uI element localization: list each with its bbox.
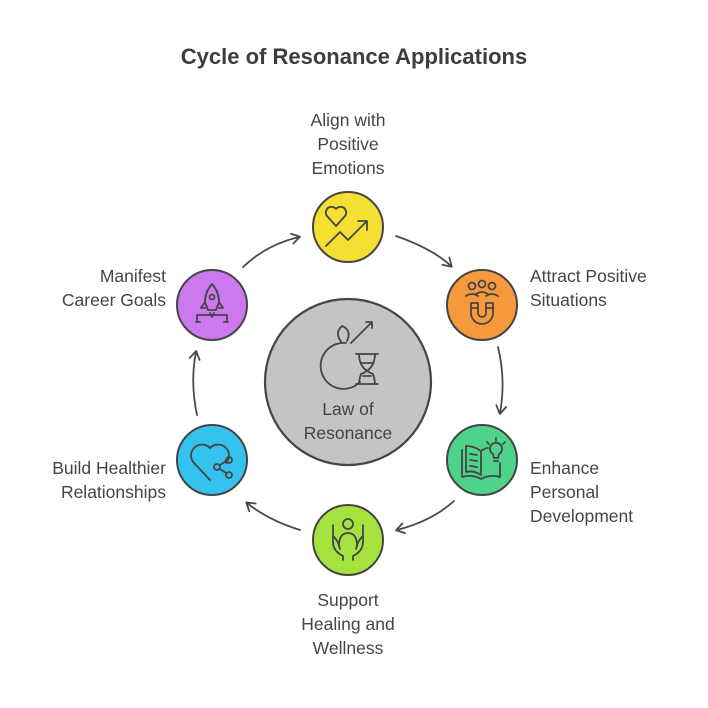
label-attract-line-2: Situations [530, 290, 607, 310]
label-build-line-1: Build Healthier [52, 458, 166, 478]
heart-share-icon [190, 443, 233, 481]
arrow-align-to-attract [395, 235, 453, 268]
label-support-line-1: Support [317, 590, 379, 610]
center-label-line-1: Law of [322, 399, 374, 419]
arrow-manifest-to-align [242, 232, 301, 268]
label-align-line-2: Positive [317, 134, 379, 154]
hands-person-icon [332, 518, 364, 561]
heart-trend-icon [324, 205, 368, 247]
arrow-support-to-build [245, 501, 301, 531]
label-attract-line-1: Attract Positive [530, 266, 647, 286]
label-enhance-line-2: Personal [530, 482, 600, 502]
magnet-people-icon [465, 279, 499, 325]
label-build: Build Healthier Relationships [8, 456, 166, 504]
label-attract: Attract Positive Situations [530, 264, 700, 312]
label-manifest: Manifest Career Goals [8, 264, 166, 312]
label-enhance: Enhance Personal Development [530, 456, 700, 528]
node-enhance [446, 424, 518, 496]
center-node [263, 297, 433, 467]
arrow-attract-to-enhance [495, 346, 508, 415]
apple-dna-hourglass-icon [319, 321, 379, 390]
center-label-line-2: Resonance [303, 423, 393, 443]
node-build [176, 424, 248, 496]
node-attract [446, 269, 518, 341]
label-manifest-line-1: Manifest [99, 266, 166, 286]
node-align [312, 191, 384, 263]
label-support-line-2: Healing and [301, 614, 395, 634]
node-support [312, 504, 384, 576]
label-enhance-line-1: Enhance [530, 458, 600, 478]
label-support-line-3: Wellness [312, 638, 384, 658]
arrow-build-to-manifest [188, 350, 201, 416]
label-align-line-1: Align with [310, 110, 386, 130]
label-enhance-line-3: Development [530, 506, 634, 526]
label-support: Support Healing and Wellness [248, 588, 448, 660]
center-label: Law of Resonance [268, 397, 428, 445]
label-manifest-line-2: Career Goals [61, 290, 166, 310]
label-align-line-3: Emotions [311, 158, 385, 178]
node-manifest [176, 269, 248, 341]
label-align: Align with Positive Emotions [248, 108, 448, 180]
book-lightbulb-icon [461, 437, 506, 480]
label-build-line-2: Relationships [60, 482, 166, 502]
rocket-icon [195, 283, 229, 323]
arrow-enhance-to-support [395, 500, 455, 534]
diagram-title: Cycle of Resonance Applications [180, 44, 528, 69]
